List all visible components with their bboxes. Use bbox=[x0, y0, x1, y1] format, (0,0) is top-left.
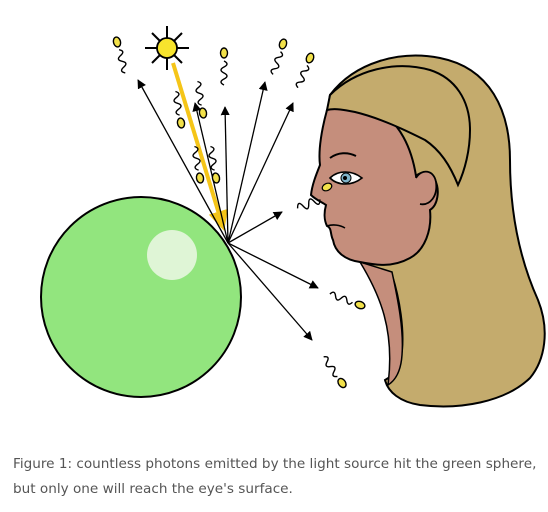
photon-7 bbox=[270, 38, 288, 75]
sun-icon bbox=[145, 26, 189, 70]
photon-8 bbox=[295, 52, 315, 89]
reflected-rays bbox=[137, 79, 319, 341]
photon-6 bbox=[219, 47, 229, 86]
caption-line-2: but only one will reach the eye's surfac… bbox=[13, 481, 293, 497]
photon-3 bbox=[192, 145, 205, 184]
photon-9 bbox=[329, 291, 366, 310]
caption-line-1: Figure 1: countless photons emitted by t… bbox=[13, 456, 537, 472]
hair-fringe bbox=[325, 65, 472, 188]
pupil bbox=[343, 176, 347, 180]
mouth bbox=[326, 224, 346, 229]
photon-wave-to-eye bbox=[296, 198, 321, 210]
neck bbox=[358, 260, 404, 387]
photons bbox=[112, 36, 366, 389]
photon-at-eye bbox=[321, 182, 333, 192]
photon-1 bbox=[112, 36, 127, 74]
photon-4 bbox=[195, 80, 208, 119]
photon-5 bbox=[208, 145, 221, 184]
photon-10 bbox=[323, 355, 347, 389]
green-sphere bbox=[40, 196, 242, 398]
ear bbox=[415, 170, 438, 206]
incident-ray bbox=[171, 62, 228, 231]
face bbox=[309, 104, 439, 266]
eyebrow bbox=[329, 152, 357, 159]
figure-caption: Figure 1: countless photons emitted by t… bbox=[13, 452, 543, 502]
sphere-highlight bbox=[147, 230, 197, 280]
photon-reflection-diagram bbox=[40, 26, 546, 408]
photon-2 bbox=[173, 90, 186, 129]
